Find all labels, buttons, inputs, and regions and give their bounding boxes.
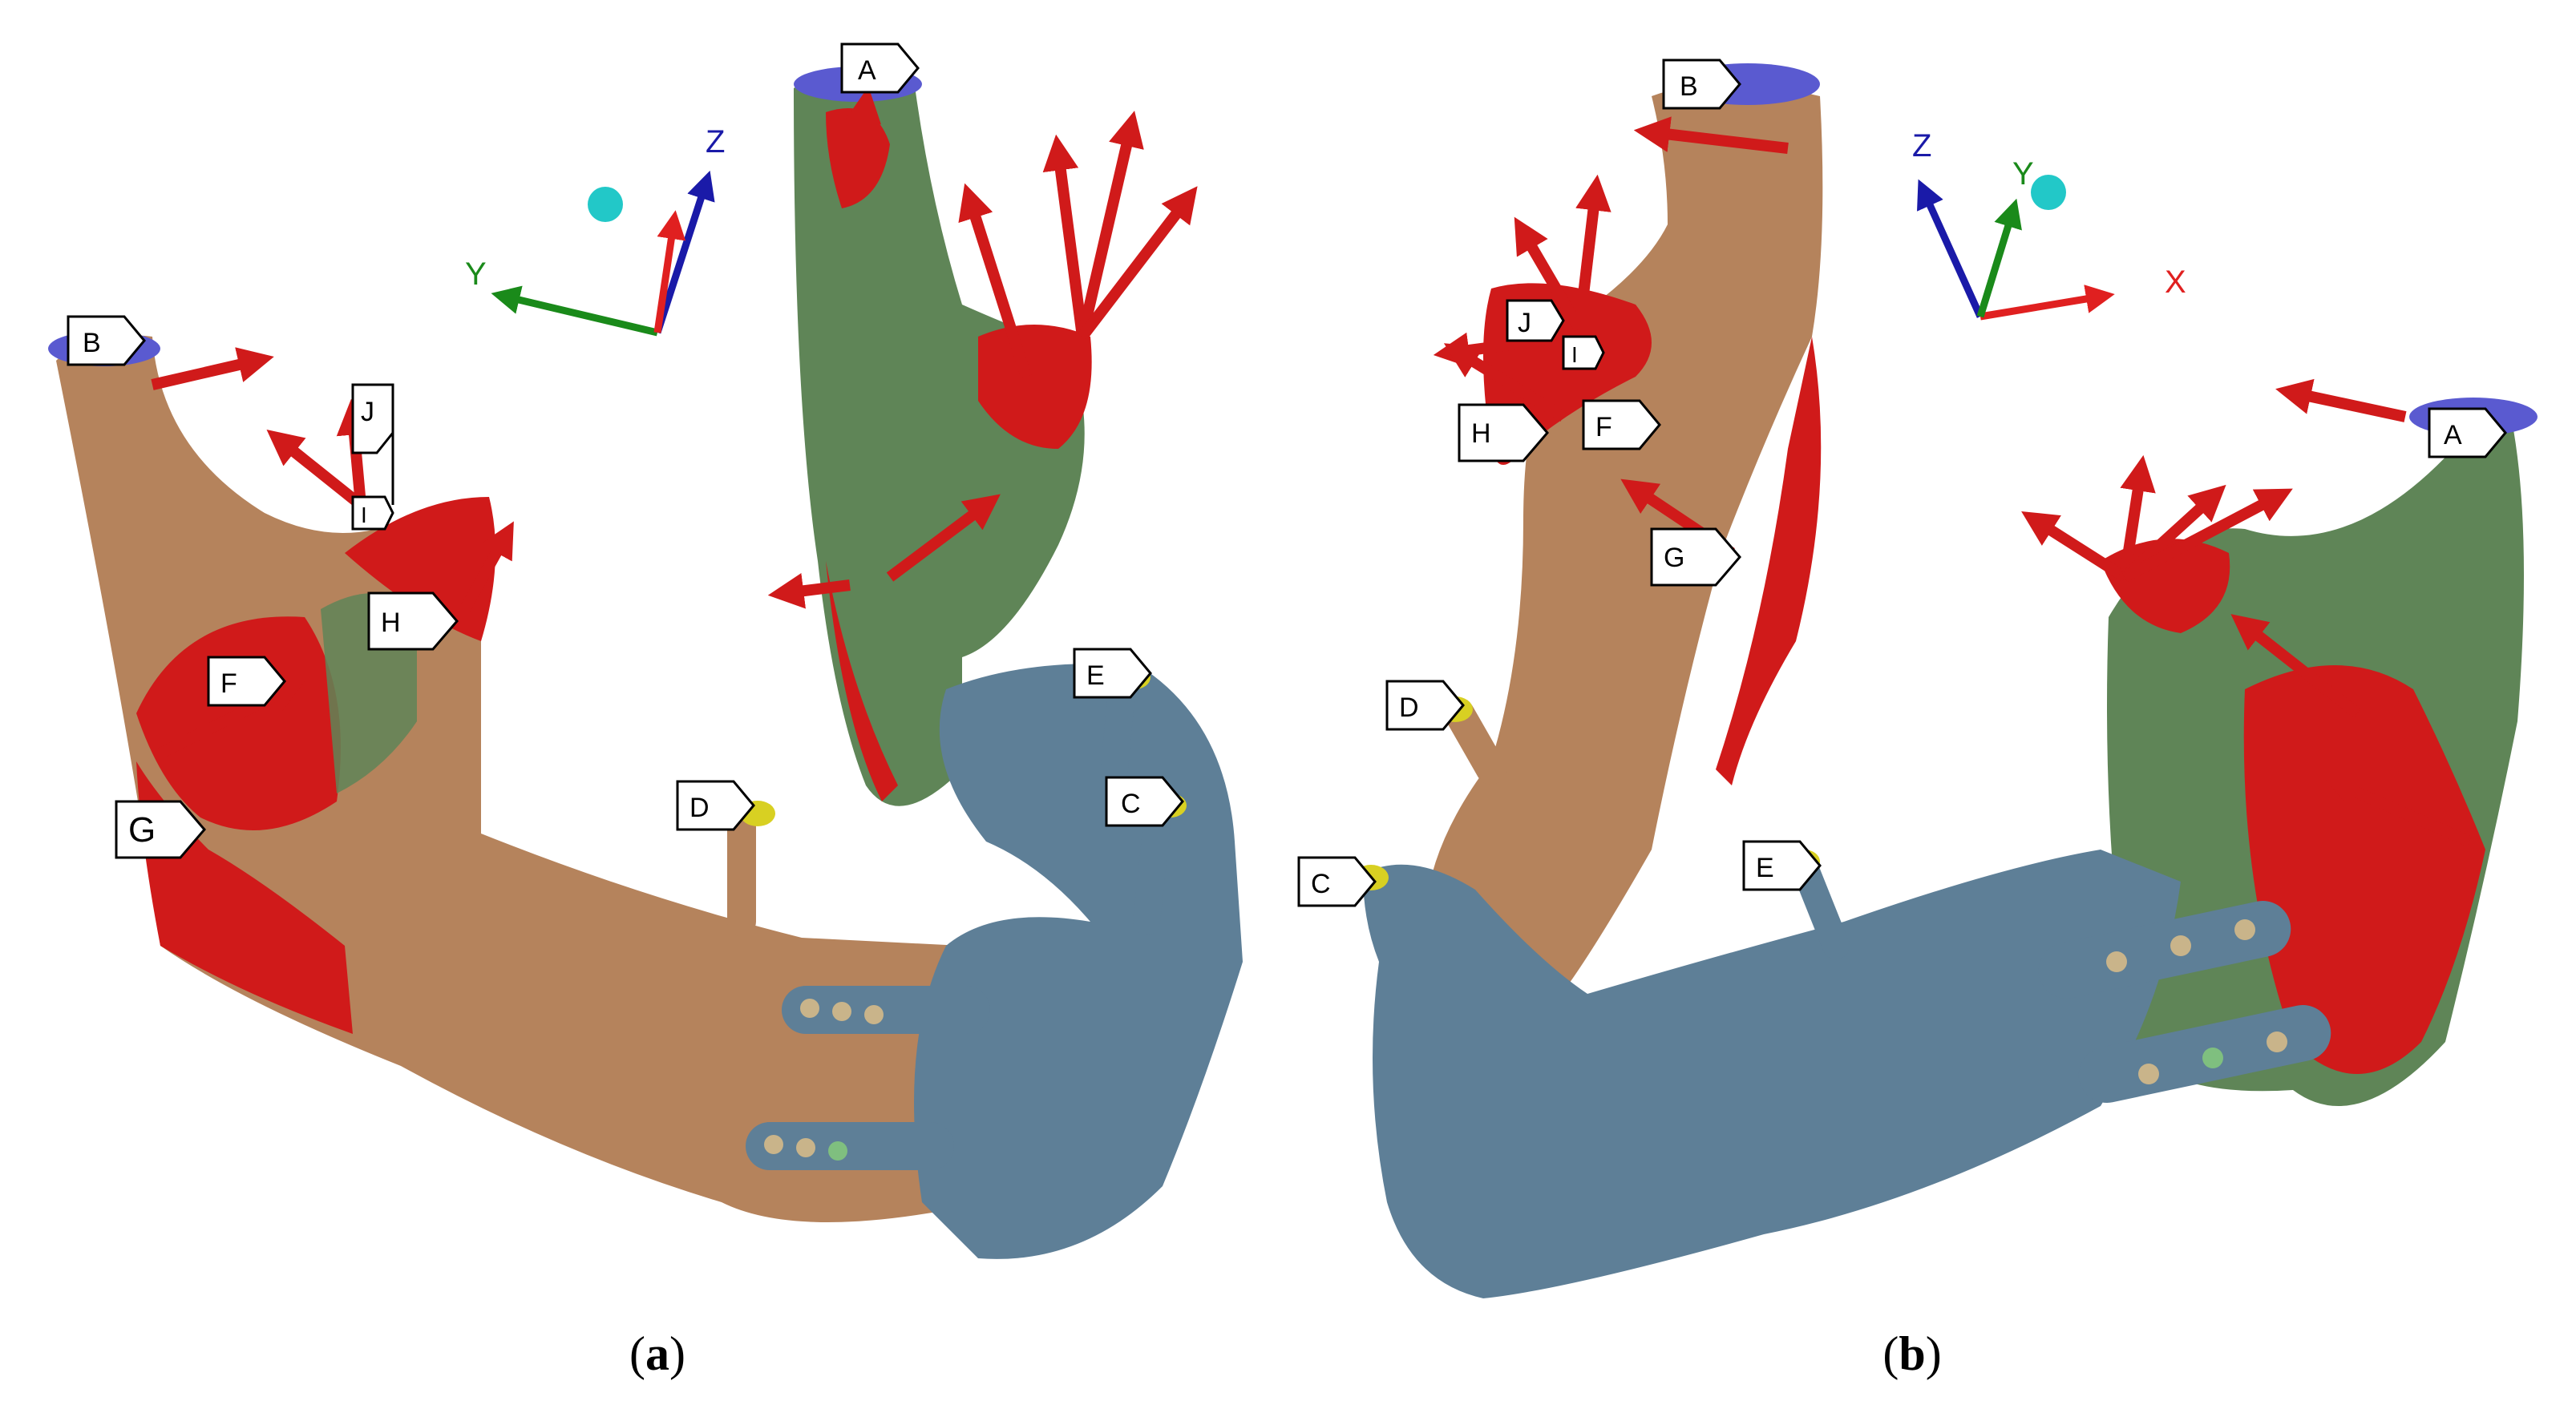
- svg-text:G: G: [1664, 543, 1684, 573]
- fixation-plate-lower: [746, 1122, 954, 1170]
- fixation-plate-b-lower: [2078, 1005, 2331, 1103]
- svg-text:E: E: [1756, 853, 1774, 883]
- label-tag-i-panel-b: I: [1562, 335, 1605, 370]
- caption-a: (a): [629, 1327, 685, 1380]
- svg-text:D: D: [1399, 692, 1419, 723]
- fixation-plate-b-upper: [2038, 901, 2291, 999]
- svg-text:C: C: [1311, 869, 1331, 899]
- label-tag-b-panel-b: B: [1662, 59, 1741, 110]
- sphere-marker: [588, 187, 623, 222]
- label-tag-a: A: [840, 42, 920, 94]
- label-tag-i: I: [351, 495, 394, 531]
- label-tag-j: J: [351, 383, 394, 505]
- label-tag-f-panel-b: F: [1582, 399, 1661, 450]
- svg-text:J: J: [361, 397, 374, 427]
- svg-text:F: F: [1595, 412, 1612, 442]
- label-tag-b: B: [67, 315, 146, 366]
- svg-text:B: B: [83, 328, 101, 358]
- caption-b: (b): [1882, 1327, 1942, 1380]
- mandible-right-half: [794, 70, 1085, 806]
- label-tag-g-panel-b: G: [1650, 527, 1741, 587]
- svg-text:J: J: [1518, 308, 1531, 338]
- label-tag-g: G: [115, 800, 206, 859]
- fixture-block-b: [1363, 850, 2181, 1298]
- panel-b: Z Y X B A C D E: [1297, 59, 2538, 1298]
- load-region-coronoid: [345, 497, 495, 641]
- fixation-plate-upper: [782, 986, 990, 1034]
- label-tag-d-panel-b: D: [1385, 680, 1465, 731]
- svg-text:A: A: [2444, 420, 2462, 450]
- svg-text:D: D: [689, 793, 710, 823]
- load-region-b-right: [2243, 665, 2485, 1074]
- axis-label-y-b: Y: [2012, 156, 2034, 192]
- labels-a: A B C D E F G: [67, 42, 1184, 859]
- load-region-right-posterior: [826, 561, 898, 801]
- fixture-block-a: [914, 664, 1243, 1259]
- label-tag-e: E: [1073, 648, 1152, 699]
- axis-label-y: Y: [465, 256, 487, 292]
- load-region-b-posterior: [1716, 337, 1822, 785]
- load-region-right-coronoid: [978, 325, 1092, 449]
- label-tag-j-panel-b: J: [1506, 299, 1565, 342]
- label-tag-c: C: [1105, 776, 1184, 827]
- label-tag-d: D: [676, 780, 755, 831]
- axis-triad-b: Z Y X: [1912, 128, 2186, 321]
- svg-text:H: H: [1471, 418, 1491, 449]
- label-tag-f: F: [207, 656, 286, 707]
- panel-a: Z Y A B C D E: [48, 42, 1243, 1259]
- label-tag-c-panel-b: C: [1297, 856, 1377, 907]
- svg-text:I: I: [1571, 342, 1578, 367]
- axis-triad-a: Z Y: [465, 124, 725, 337]
- load-arrows-b: [1433, 116, 2472, 847]
- pin-d: [727, 801, 775, 936]
- sphere-marker-b: [2031, 175, 2066, 210]
- load-region-left: [136, 616, 341, 830]
- svg-text:A: A: [858, 55, 876, 86]
- label-tag-h: H: [367, 591, 459, 651]
- label-tag-e-panel-b: E: [1742, 840, 1822, 891]
- svg-text:G: G: [128, 810, 156, 850]
- labels-b: B A C D E F G: [1297, 59, 2507, 907]
- svg-text:B: B: [1680, 71, 1698, 102]
- axis-label-z: Z: [706, 124, 725, 159]
- svg-text:H: H: [381, 608, 401, 638]
- svg-text:F: F: [220, 668, 237, 699]
- load-region-angle: [136, 761, 353, 1034]
- svg-text:I: I: [361, 503, 367, 527]
- label-tag-a-panel-b: A: [2428, 407, 2507, 458]
- svg-text:E: E: [1086, 660, 1105, 691]
- svg-text:C: C: [1121, 789, 1141, 819]
- axis-label-z-b: Z: [1912, 128, 1931, 164]
- label-tag-h-panel-b: H: [1458, 403, 1549, 462]
- axis-label-x-b: X: [2165, 264, 2186, 300]
- mandible-ramus-b: [1424, 84, 1823, 1002]
